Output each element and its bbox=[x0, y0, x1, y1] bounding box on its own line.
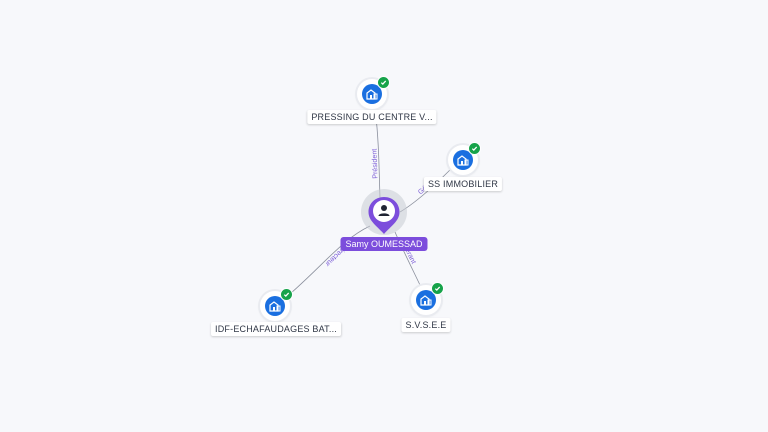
company-node-ss[interactable] bbox=[448, 142, 481, 175]
company-label-pressing[interactable]: PRESSING DU CENTRE V... bbox=[307, 110, 437, 124]
building-icon bbox=[457, 155, 469, 166]
verified-check-icon bbox=[431, 282, 444, 295]
person-label[interactable]: Samy OUMESSAD bbox=[340, 237, 428, 251]
building-icon bbox=[366, 89, 378, 100]
company-label-idf[interactable]: IDF-ECHAFAUDAGES BAT... bbox=[211, 322, 341, 336]
company-node-pressing[interactable] bbox=[357, 76, 390, 109]
person-node[interactable] bbox=[367, 196, 401, 236]
company-label-svsee[interactable]: S.V.S.E.E bbox=[401, 318, 451, 332]
building-icon bbox=[420, 295, 432, 306]
edge-pressing: Président bbox=[371, 107, 381, 199]
svg-text:Président: Président bbox=[371, 149, 379, 179]
company-node-svsee[interactable] bbox=[411, 282, 444, 315]
verified-check-icon bbox=[280, 288, 293, 301]
person-icon bbox=[378, 205, 390, 216]
building-icon bbox=[269, 301, 281, 312]
company-label-ss[interactable]: SS IMMOBILIER bbox=[423, 177, 503, 191]
verified-check-icon bbox=[377, 76, 390, 89]
company-node-idf[interactable] bbox=[260, 288, 293, 321]
verified-check-icon bbox=[468, 142, 481, 155]
edge-label-pressing: Président bbox=[371, 149, 379, 179]
